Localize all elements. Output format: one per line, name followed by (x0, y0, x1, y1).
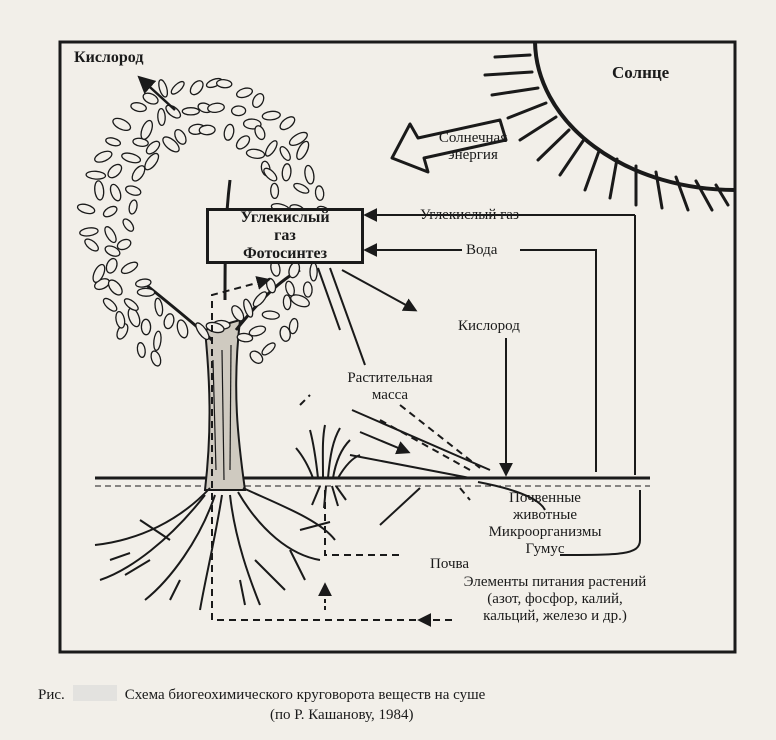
leaf (235, 86, 253, 99)
leaf (169, 80, 186, 96)
leaf (232, 106, 246, 116)
caption-prefix: Рис. (38, 687, 65, 703)
tree-trunk (205, 320, 245, 490)
leaf (125, 184, 142, 197)
leaf (284, 280, 296, 297)
leaf (149, 350, 162, 367)
leaf (164, 103, 183, 121)
label-solar-energy: Солнечная энергия (428, 130, 518, 164)
leaf (182, 108, 199, 115)
leaf (278, 145, 292, 162)
label-sun: Солнце (612, 64, 669, 81)
figure-number-smudge (73, 685, 117, 701)
leaf (102, 204, 119, 219)
leaf (303, 282, 312, 297)
leaf (121, 217, 136, 233)
photosynthesis-box: Углекислый газ Фотосинтез (206, 208, 364, 264)
leaf (94, 180, 105, 200)
leaf (262, 110, 281, 120)
label-co2: Углекислый газ (420, 207, 519, 224)
leaf (120, 260, 140, 276)
leaf (93, 149, 113, 164)
leaf (278, 114, 297, 132)
leaf (141, 319, 150, 335)
leaf (283, 295, 291, 310)
leaf (104, 257, 119, 275)
leaf (250, 92, 266, 110)
leaf (310, 263, 317, 281)
label-plant-mass: Растительная масса (325, 370, 455, 404)
leaf (130, 101, 147, 112)
leaf (163, 313, 176, 330)
label-soil: Почва (430, 556, 469, 573)
ground-line (95, 478, 650, 486)
leaf (105, 136, 121, 147)
leaf (262, 310, 280, 319)
label-water: Вода (466, 242, 497, 259)
diagram-frame (60, 42, 735, 652)
leaf (265, 277, 277, 293)
leaf (103, 225, 119, 244)
label-soil-organisms: Почвенные животные Микроорганизмы Гумус (470, 490, 620, 558)
leaf (136, 342, 146, 358)
leaf (121, 151, 142, 164)
leaf (137, 288, 154, 296)
sun-icon (485, 42, 735, 210)
leaf (292, 182, 310, 196)
label-nutrients: Элементы питания растений (азот, фосфор,… (395, 574, 715, 625)
leaf (139, 119, 155, 141)
leaf (234, 133, 252, 151)
leaf (216, 79, 232, 88)
leaf (79, 227, 98, 237)
water-input-arrow (520, 250, 596, 472)
leaf (315, 186, 325, 201)
leaf (246, 148, 265, 159)
leaf (199, 125, 215, 135)
leaf (304, 165, 316, 185)
leaf (207, 102, 225, 113)
leaf (106, 162, 124, 180)
label-oxygen-top: Кислород (74, 49, 143, 66)
leaf (86, 171, 106, 180)
leaf (154, 298, 164, 317)
leaf (157, 108, 165, 125)
caption-source: (по Р. Кашанову, 1984) (270, 707, 414, 724)
caption-title: Схема биогеохимического круговорота веще… (125, 687, 486, 703)
leaf (223, 124, 235, 141)
leaf (128, 199, 138, 214)
leaf (263, 139, 279, 158)
leaf (176, 319, 190, 339)
leaf (270, 183, 278, 198)
leaf (188, 78, 206, 97)
leaf (115, 311, 126, 329)
tree-roots (95, 488, 335, 610)
label-oxygen-mid: Кислород (458, 318, 520, 335)
grass-tuft (296, 425, 360, 508)
leaf (282, 163, 292, 181)
leaf (260, 341, 277, 357)
leaf (108, 183, 122, 202)
leaf (251, 290, 269, 309)
co2-input-arrow (412, 215, 635, 475)
leaf (83, 237, 100, 253)
leaf (101, 296, 118, 313)
leaf (153, 331, 162, 351)
leaf (111, 116, 132, 133)
leaf (142, 151, 161, 172)
leaf (76, 202, 95, 215)
